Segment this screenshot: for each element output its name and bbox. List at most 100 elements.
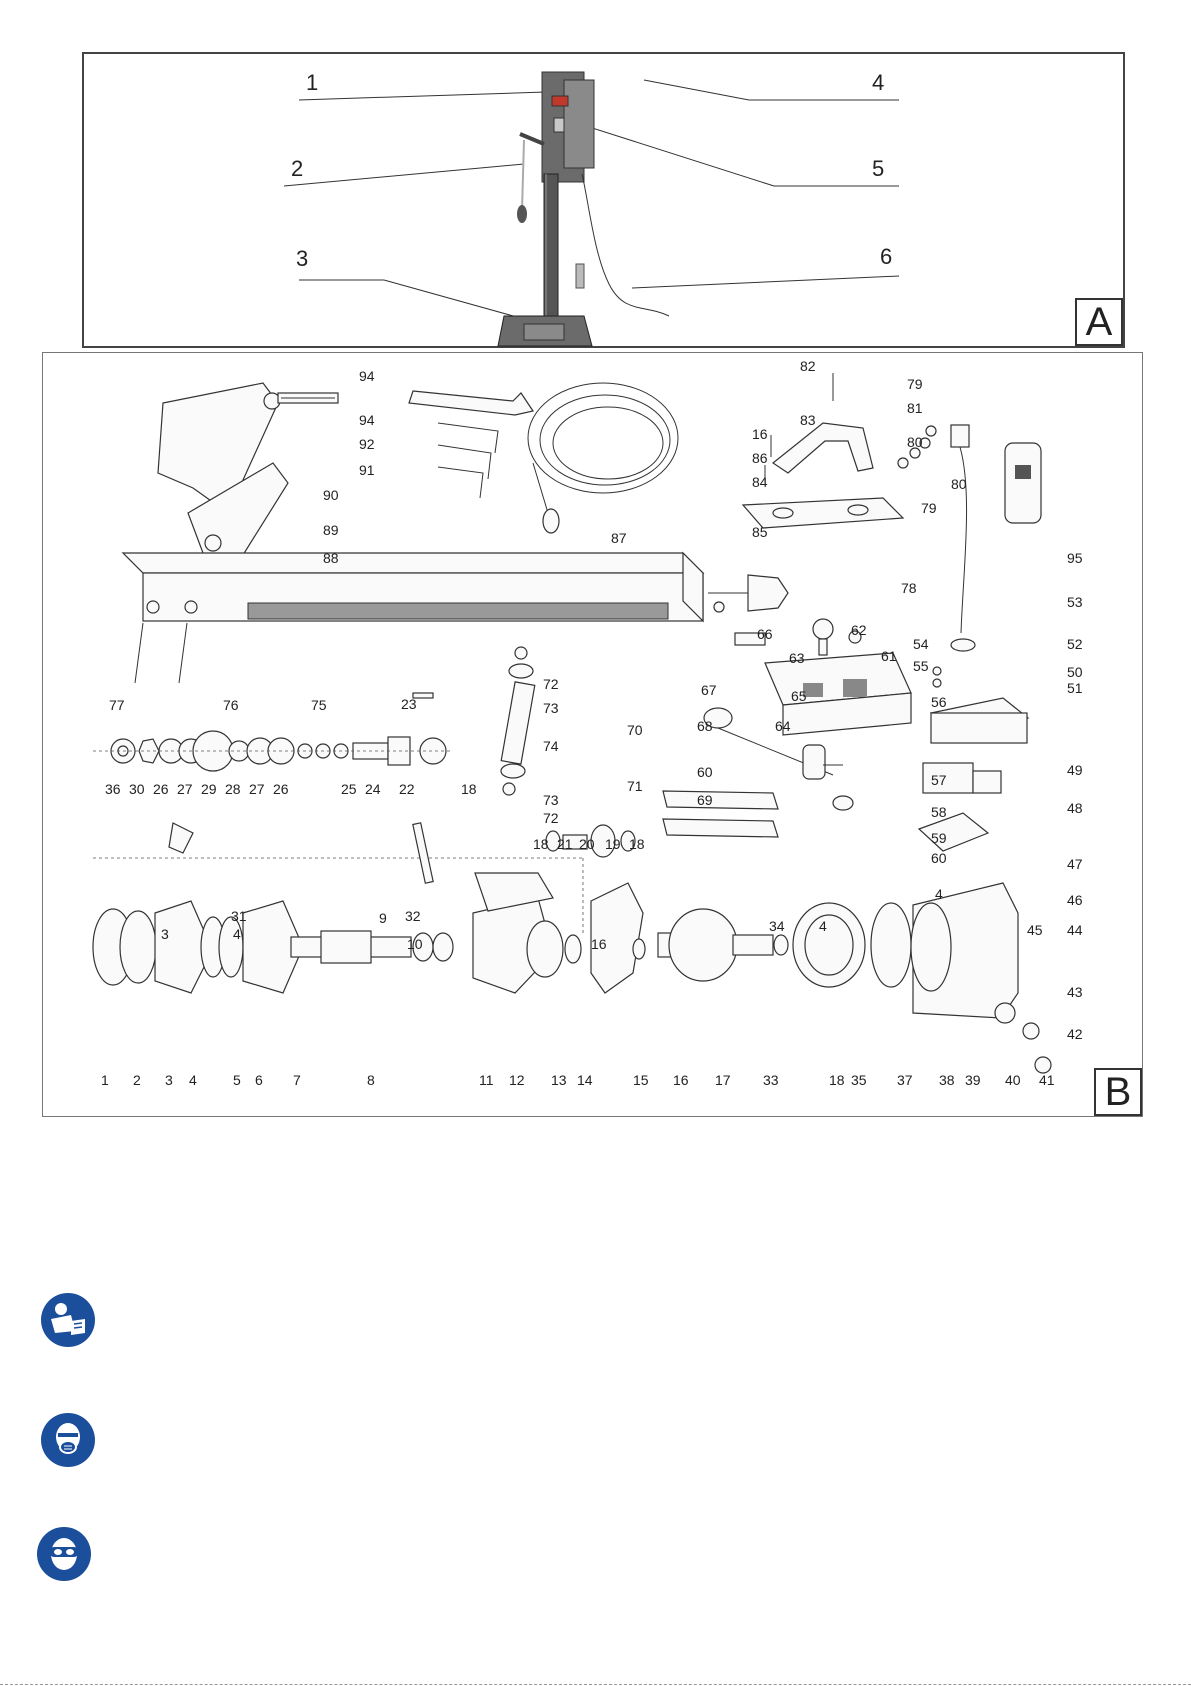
label-26b: 26 (273, 781, 289, 797)
label-80b: 80 (951, 476, 967, 492)
label-59: 59 (931, 830, 947, 846)
label-87: 87 (611, 530, 627, 546)
label-82: 82 (800, 358, 816, 374)
label-51: 51 (1067, 680, 1083, 696)
label-16b: 16 (591, 936, 607, 952)
label-40: 40 (1005, 1072, 1021, 1088)
label-90: 90 (323, 487, 339, 503)
label-24: 24 (365, 781, 381, 797)
label-78: 78 (901, 580, 917, 596)
label-58: 58 (931, 804, 947, 820)
label-31: 31 (231, 908, 247, 924)
label-48: 48 (1067, 800, 1083, 816)
label-69: 69 (697, 792, 713, 808)
label-22: 22 (399, 781, 415, 797)
label-55: 55 (913, 658, 929, 674)
label-74: 74 (543, 738, 559, 754)
label-4b: 4 (819, 918, 827, 934)
label-3a: 3 (161, 926, 169, 942)
figure-panel-a: 1 2 3 4 5 6 A (82, 52, 1125, 348)
label-68: 68 (697, 718, 713, 734)
label-49: 49 (1067, 762, 1083, 778)
label-60b: 60 (931, 850, 947, 866)
label-92: 92 (359, 436, 375, 452)
panel-a-letter: A (1075, 298, 1123, 346)
label-18c: 18 (629, 836, 645, 852)
label-63: 63 (789, 650, 805, 666)
label-19: 19 (605, 836, 621, 852)
label-10: 10 (407, 936, 423, 952)
label-79b: 79 (921, 500, 937, 516)
figure-panel-b: 94 94 92 91 90 89 88 87 82 83 16 86 84 8… (42, 352, 1143, 1117)
label-76: 76 (223, 697, 239, 713)
label-67: 67 (701, 682, 717, 698)
label-7: 7 (293, 1072, 301, 1088)
label-32: 32 (405, 908, 421, 924)
label-42: 42 (1067, 1026, 1083, 1042)
label-75: 75 (311, 697, 327, 713)
safety-goggles-icon (37, 1527, 91, 1581)
dust-mask-icon (41, 1413, 95, 1467)
label-57: 57 (931, 772, 947, 788)
label-91: 91 (359, 462, 375, 478)
callout-4: 4 (872, 70, 884, 95)
label-56: 56 (931, 694, 947, 710)
label-16c: 16 (673, 1072, 689, 1088)
label-36: 36 (105, 781, 121, 797)
label-46: 46 (1067, 892, 1083, 908)
label-73a: 73 (543, 700, 559, 716)
label-27b: 27 (249, 781, 265, 797)
label-30: 30 (129, 781, 145, 797)
label-71: 71 (627, 778, 643, 794)
label-86: 86 (752, 450, 768, 466)
label-4d: 4 (189, 1072, 197, 1088)
label-4c: 4 (935, 886, 943, 902)
label-28: 28 (225, 781, 241, 797)
label-8: 8 (367, 1072, 375, 1088)
read-manual-icon (41, 1293, 95, 1347)
label-14: 14 (577, 1072, 593, 1088)
label-94b: 94 (359, 412, 375, 428)
label-60a: 60 (697, 764, 713, 780)
label-85: 85 (752, 524, 768, 540)
label-89: 89 (323, 522, 339, 538)
label-26a: 26 (153, 781, 169, 797)
label-94a: 94 (359, 368, 375, 384)
callout-5: 5 (872, 156, 884, 181)
label-29: 29 (201, 781, 217, 797)
label-41: 41 (1039, 1072, 1055, 1088)
label-79a: 79 (907, 376, 923, 392)
label-80a: 80 (907, 434, 923, 450)
label-23: 23 (401, 696, 417, 712)
label-2: 2 (133, 1072, 141, 1088)
callout-2: 2 (291, 156, 303, 181)
label-81: 81 (907, 400, 923, 416)
label-34: 34 (769, 918, 785, 934)
label-64: 64 (775, 718, 791, 734)
label-52: 52 (1067, 636, 1083, 652)
label-50: 50 (1067, 664, 1083, 680)
label-73b: 73 (543, 792, 559, 808)
label-16a: 16 (752, 426, 768, 442)
exploded-parts-diagram: 94 94 92 91 90 89 88 87 82 83 16 86 84 8… (92, 358, 1083, 1088)
label-13: 13 (551, 1072, 567, 1088)
label-83: 83 (800, 412, 816, 428)
label-25: 25 (341, 781, 357, 797)
label-44: 44 (1067, 922, 1083, 938)
label-61: 61 (881, 648, 897, 664)
label-95: 95 (1067, 550, 1083, 566)
label-45: 45 (1027, 922, 1043, 938)
label-6: 6 (255, 1072, 263, 1088)
label-12: 12 (509, 1072, 525, 1088)
label-77: 77 (109, 697, 125, 713)
label-27a: 27 (177, 781, 193, 797)
label-9: 9 (379, 910, 387, 926)
label-20: 20 (579, 836, 595, 852)
label-38: 38 (939, 1072, 955, 1088)
label-35: 35 (851, 1072, 867, 1088)
label-65: 65 (791, 688, 807, 704)
label-18b: 18 (533, 836, 549, 852)
label-54: 54 (913, 636, 929, 652)
callout-1: 1 (306, 70, 318, 95)
label-3b: 3 (165, 1072, 173, 1088)
